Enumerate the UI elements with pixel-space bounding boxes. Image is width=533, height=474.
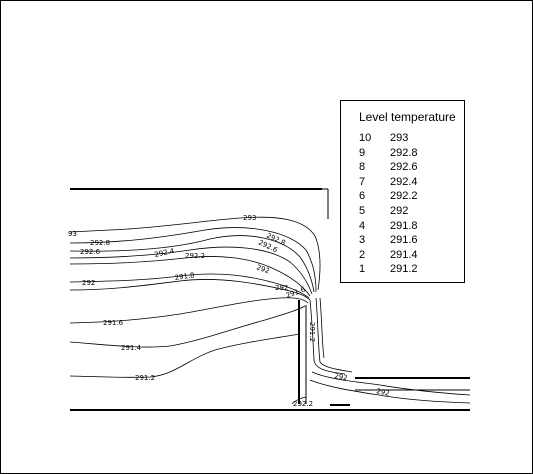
legend-temperature: 291.4	[390, 248, 418, 261]
legend-row: 10 293	[359, 131, 459, 146]
contour-label: 291.4	[121, 344, 142, 352]
contour-jet-2	[315, 297, 353, 373]
legend-level: 9	[359, 146, 366, 159]
contour-lines	[69, 216, 471, 405]
contour-label: 292.8	[90, 239, 110, 247]
legend-level: 10	[359, 132, 372, 144]
contour-label: 93	[68, 230, 77, 238]
legend-temperature: 291.8	[390, 219, 418, 232]
legend-level: 4	[359, 219, 366, 232]
contour-292.8	[69, 227, 317, 293]
legend: Level temperature 10 293 9 292.8 8 292.6 7 292.…	[340, 100, 465, 283]
contour-label: 292.6	[80, 248, 101, 256]
legend-row: 1 291.2	[359, 262, 459, 277]
legend-temperature: 292.6	[390, 161, 418, 174]
legend-level: 7	[359, 175, 366, 188]
legend-row: 6 292.2	[359, 189, 459, 204]
contour-label: 291.6	[103, 319, 124, 327]
contour-floor	[291, 396, 307, 405]
legend-temperature: 293	[390, 132, 409, 144]
legend-level: 2	[359, 248, 366, 261]
contour-label: 292	[82, 279, 95, 287]
contour-292.6	[69, 235, 315, 293]
legend-row: 2 291.4	[359, 248, 459, 263]
contour-label: 292.2	[293, 400, 313, 408]
contour-label: 292.4	[154, 247, 176, 259]
contour-292.4	[69, 246, 313, 295]
legend-level: 3	[359, 234, 366, 247]
legend-row: 8 292.6	[359, 160, 459, 175]
legend-temperature: 291.2	[390, 263, 418, 276]
contour-label: 291.2	[135, 374, 155, 382]
legend-row: 5 292	[359, 204, 459, 219]
legend-row: 9 292.8	[359, 146, 459, 161]
contour-label: 292.2	[185, 252, 205, 260]
geometry	[70, 188, 470, 411]
legend-title: Level temperature	[359, 110, 456, 124]
contour-label: 292	[334, 372, 349, 382]
contour-291.4	[69, 305, 306, 348]
contour-291.8	[69, 279, 311, 301]
legend-row: 4 291.8	[359, 219, 459, 234]
contour-291.6	[69, 297, 309, 324]
contour-291.2	[69, 333, 301, 378]
contour-292	[69, 273, 310, 299]
contour-outlet-1	[311, 371, 471, 396]
contour-label: 292	[275, 284, 288, 292]
legend-level: 5	[359, 204, 366, 217]
legend-temperature: 292.4	[390, 175, 418, 188]
legend-temperature: 292.2	[390, 190, 418, 203]
legend-temperature: 292.8	[390, 146, 418, 159]
legend-level: 1	[359, 263, 366, 276]
contour-label: 292	[376, 387, 391, 398]
contour-label: 292	[255, 263, 270, 275]
legend-level: 6	[359, 190, 366, 203]
contour-label: 291.2	[308, 322, 316, 342]
contour-outlet-2	[309, 379, 471, 404]
contour-label: 293	[243, 214, 256, 222]
contour-jet-3	[319, 297, 325, 359]
legend-row: 7 292.4	[359, 175, 459, 190]
legend-temperature: 291.6	[390, 234, 418, 247]
contour-label: 291.8	[174, 271, 195, 282]
legend-level: 8	[359, 161, 366, 174]
contour-293	[69, 216, 321, 291]
contour-jet-1	[309, 299, 346, 375]
legend-temperature: 292	[390, 204, 409, 217]
legend-row: 3 291.6	[359, 233, 459, 248]
contour-292.2	[69, 256, 311, 297]
